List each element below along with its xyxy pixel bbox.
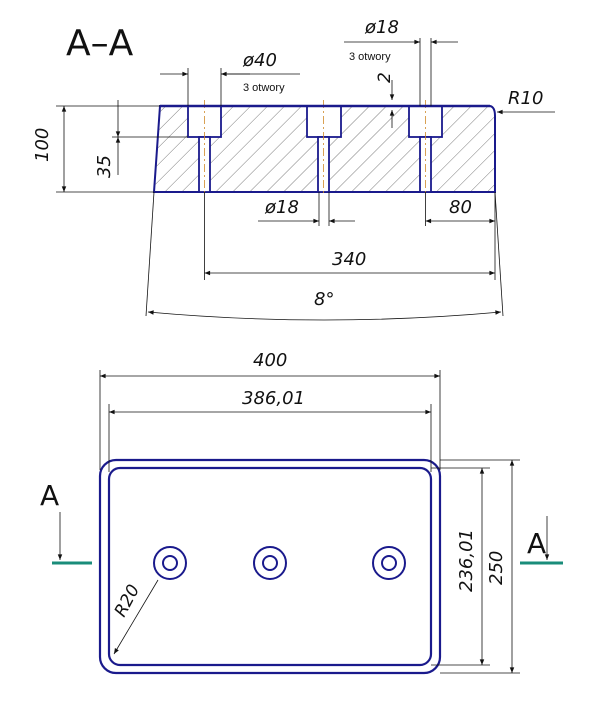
dim-depth-2: 2 xyxy=(375,72,395,83)
note-d18-holes: 3 otwory xyxy=(349,51,391,63)
plan-view: 400 386,01 236,01 250 R20 A A xyxy=(40,350,563,675)
dim-h236: 236,01 xyxy=(456,529,477,592)
dim-w386: 386,01 xyxy=(242,388,305,409)
dim-angle: 8° xyxy=(314,289,334,310)
cut-mark-left: A xyxy=(40,479,92,565)
section-title: A–A xyxy=(66,23,134,64)
holes-plan xyxy=(153,546,406,580)
dim-r10: R10 xyxy=(508,88,543,109)
dim-w80: 80 xyxy=(449,197,472,218)
cut-label-left: A xyxy=(40,479,59,512)
dim-d18-bottom: ø18 xyxy=(264,197,299,218)
cut-mark-right: A xyxy=(520,516,563,565)
dim-h250: 250 xyxy=(486,551,507,585)
plan-outline-outer xyxy=(98,458,442,675)
dim-d18-top: ø18 xyxy=(364,17,399,38)
plan-outline-inner xyxy=(107,466,433,667)
dim-d40: ø40 xyxy=(242,50,277,71)
dim-w340: 340 xyxy=(332,249,366,270)
dim-h35: 35 xyxy=(94,155,115,178)
section-view: A–A ø18 3 otwory ø40 xyxy=(32,17,555,321)
holes-section xyxy=(187,100,443,196)
note-d40-holes: 3 otwory xyxy=(243,82,285,94)
dim-r20: R20 xyxy=(111,581,144,620)
cut-label-right: A xyxy=(527,527,546,560)
dim-h100: 100 xyxy=(32,128,53,162)
dim-w400: 400 xyxy=(253,350,287,371)
